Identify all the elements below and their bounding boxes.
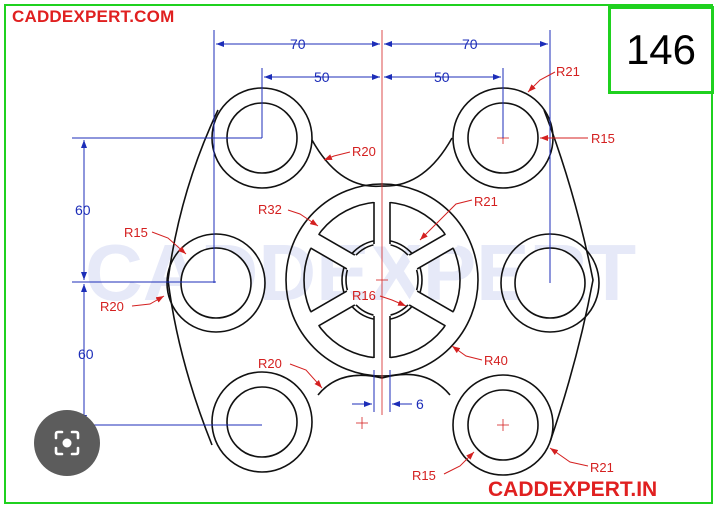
label-r32: R32 bbox=[258, 202, 282, 217]
label-r20-top: R20 bbox=[352, 144, 376, 159]
drawing-number: 146 bbox=[625, 26, 697, 73]
label-r21-bottom-right: R21 bbox=[590, 460, 614, 475]
label-r16: R16 bbox=[352, 288, 376, 303]
dim-right-70: 70 bbox=[462, 36, 478, 52]
bolt-holes bbox=[180, 102, 586, 461]
label-r15-bottom: R15 bbox=[412, 468, 436, 483]
label-r15-top-right: R15 bbox=[591, 131, 615, 146]
radius-leaders bbox=[131, 71, 589, 475]
dimension-lines bbox=[72, 30, 551, 426]
spokes bbox=[306, 197, 458, 363]
dim-upper-60: 60 bbox=[75, 202, 91, 218]
spoke-edges bbox=[310, 202, 454, 358]
lens-search-icon bbox=[54, 430, 80, 456]
dim-left-70: 70 bbox=[290, 36, 306, 52]
brand-bottom[interactable]: CADDEXPERT.IN bbox=[488, 478, 658, 501]
brand-top[interactable]: CADDEXPERT.COM bbox=[12, 7, 175, 26]
dim-lower-60: 60 bbox=[78, 346, 94, 362]
drawing-number-box: 146 bbox=[608, 6, 714, 94]
label-r40: R40 bbox=[484, 353, 508, 368]
dim-gap-6: 6 bbox=[416, 396, 424, 412]
label-r20-left: R20 bbox=[100, 299, 124, 314]
label-r21-center: R21 bbox=[474, 194, 498, 209]
dim-left-50: 50 bbox=[314, 69, 330, 85]
lens-search-button[interactable] bbox=[34, 410, 100, 476]
label-r15-left: R15 bbox=[124, 225, 148, 240]
label-r21-top-right: R21 bbox=[556, 64, 580, 79]
dim-right-50: 50 bbox=[434, 69, 450, 85]
drawing-frame bbox=[4, 4, 713, 504]
label-r20-bottom-left: R20 bbox=[258, 356, 282, 371]
